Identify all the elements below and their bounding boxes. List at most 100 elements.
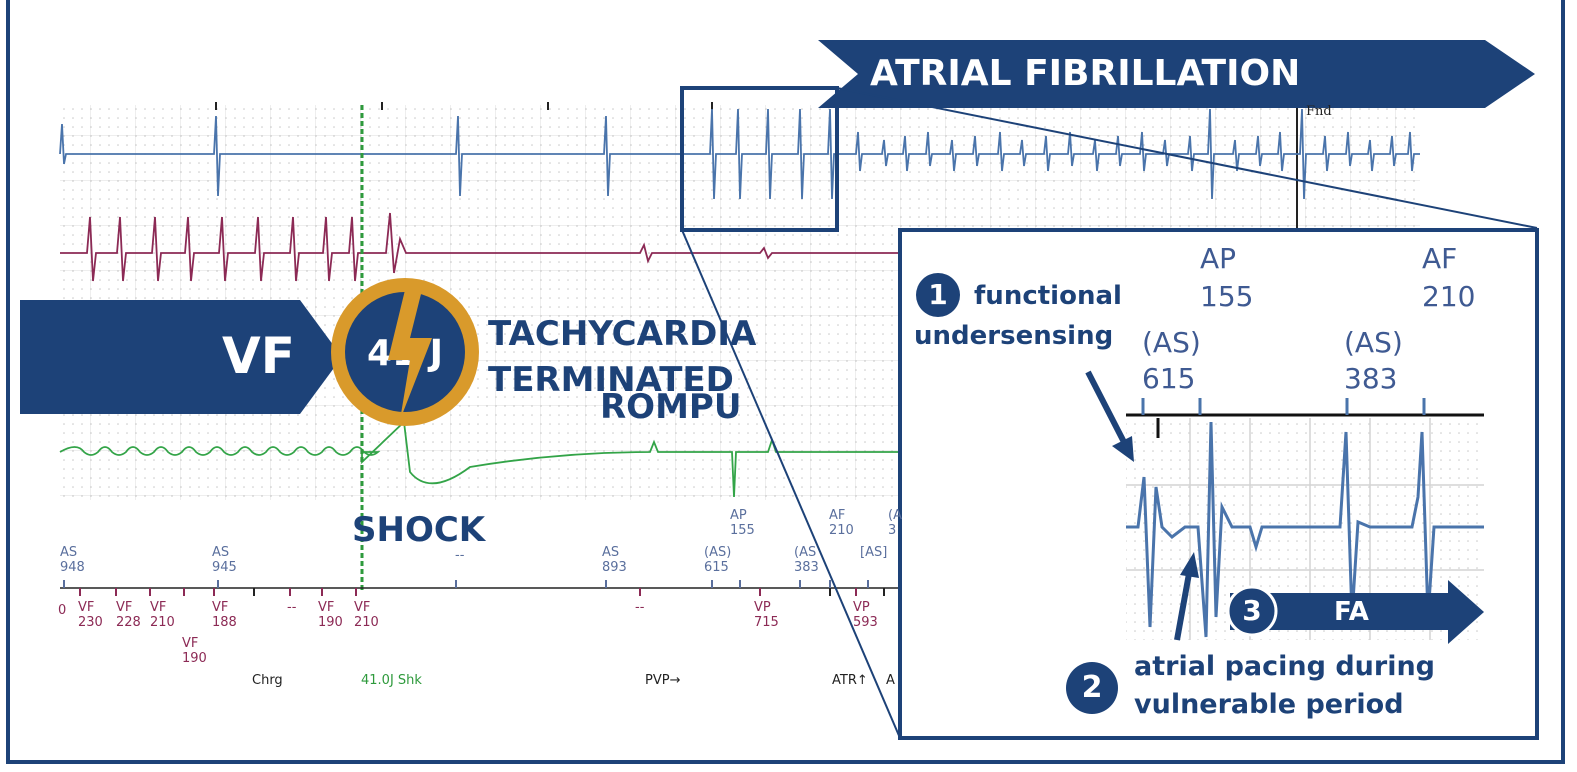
- ventricular-marker: --: [635, 600, 644, 615]
- vf-title: VF: [222, 327, 295, 385]
- atrial-marker-type: (AS: [794, 545, 817, 560]
- ventricular-marker-type: VP: [853, 600, 870, 615]
- atrial-marker-interval: 383: [794, 560, 819, 575]
- inset-atrial-trace: [1126, 421, 1484, 638]
- figure-frame: [6, 0, 1565, 764]
- atrial-marker-interval: 948: [60, 560, 85, 575]
- ventricular-marker-type: VF: [318, 600, 335, 615]
- atrial-fibrillation-banner: [818, 40, 1535, 108]
- ventricular-marker-interval: 0: [58, 603, 67, 618]
- step2-badge: [1066, 662, 1118, 714]
- atrial-marker-type: [AS]: [860, 545, 888, 560]
- zoom-connector-bottom: [681, 229, 901, 739]
- fa-arrow: [1230, 580, 1484, 644]
- rompu-label: ROMPU: [600, 387, 742, 427]
- atr-annotation: ATR↑: [832, 673, 868, 688]
- atrial-marker-type: (A: [888, 508, 902, 523]
- atrial-marker: (AS)615: [704, 545, 731, 575]
- ventricular-marker-interval: 188: [212, 615, 237, 630]
- atrial-marker-type: AF: [829, 508, 846, 523]
- ventricular-marker-type: VF: [212, 600, 229, 615]
- atrial-marker-interval: 155: [730, 523, 755, 538]
- ventricular-marker-type: VF: [150, 600, 167, 615]
- zoom-connector-top: [836, 87, 1538, 229]
- step2-number: 2: [1081, 670, 1103, 705]
- atrial-marker-interval: 945: [212, 560, 237, 575]
- inset-af-label: AF: [1422, 242, 1458, 275]
- tachycardia-label: TACHYCARDIA: [488, 314, 757, 354]
- ventricular-marker-interval: 190: [182, 651, 207, 666]
- atrial-marker-type: AP: [730, 508, 747, 523]
- atrial-marker-interval: 615: [704, 560, 729, 575]
- step1-number: 1: [928, 278, 948, 311]
- step3-badge: [1226, 585, 1278, 637]
- ventricular-marker-type: VF: [116, 600, 133, 615]
- ventricular-marker-type: VF: [354, 600, 371, 615]
- ventricular-marker-type: --: [635, 600, 645, 615]
- fnd-label: Fnd: [1306, 104, 1332, 119]
- atrial-marker-interval: 893: [602, 560, 627, 575]
- shock-energy-annotation: 41.0J Shk: [361, 673, 422, 688]
- inset-as1-label: (AS): [1142, 326, 1201, 359]
- atrial-marker-type: --: [455, 548, 465, 563]
- inset-marker-ticks: [1141, 398, 1426, 415]
- a-annotation: A: [886, 673, 895, 688]
- atrial-marker-interval: 3: [888, 523, 897, 538]
- inset-ap-label: AP: [1200, 242, 1237, 275]
- inset-as1-value: 615: [1142, 362, 1196, 395]
- step1-badge: [916, 273, 960, 317]
- terminated-label: TERMINATED: [488, 360, 734, 400]
- fa-label: FA: [1334, 597, 1369, 627]
- zoom-source-box: [680, 86, 839, 232]
- arrow-atrial-pacing: [1174, 552, 1199, 641]
- inset-as2-label: (AS): [1344, 326, 1403, 359]
- ventricular-marker-type: VF: [182, 636, 199, 651]
- atrial-marker: [AS]: [860, 545, 887, 560]
- top-tick-marks: [215, 102, 713, 110]
- step2-line2: vulnerable period: [1134, 689, 1404, 720]
- ventricular-marker-interval: 228: [116, 615, 141, 630]
- ventricular-marker-interval: 230: [78, 615, 103, 630]
- ventricular-marker-interval: 210: [150, 615, 175, 630]
- ventricular-marker-type: VP: [754, 600, 771, 615]
- ventricular-marker: --: [287, 600, 296, 615]
- inset-as2-value: 383: [1344, 362, 1398, 395]
- step2-line1: atrial pacing during: [1134, 651, 1435, 682]
- inset-ap-value: 155: [1200, 280, 1254, 313]
- atrial-marker-type: AS: [212, 545, 230, 560]
- ventricular-marker-interval: 210: [354, 615, 379, 630]
- step3-number: 3: [1242, 594, 1262, 627]
- shock-label: SHOCK: [352, 510, 486, 550]
- atrial-egm-trace: [59, 108, 1420, 200]
- step1-line2: undersensing: [914, 321, 1114, 351]
- pvp-annotation: PVP→: [645, 673, 681, 688]
- atrial-marker-type: AS: [60, 545, 78, 560]
- shock-lead-egm-trace: [59, 420, 900, 498]
- ventricular-marker: 0: [58, 603, 66, 618]
- chrg-annotation: Chrg: [252, 673, 283, 688]
- step1-line1: functional: [974, 281, 1122, 311]
- ventricular-marker-type: --: [287, 600, 297, 615]
- atrial-fibrillation-title: ATRIAL FIBRILLATION: [870, 53, 1301, 94]
- inset-af-value: 210: [1422, 280, 1476, 313]
- atrial-marker-type: AS: [602, 545, 620, 560]
- atrial-marker: --: [455, 548, 464, 563]
- ventricular-marker-type: VF: [78, 600, 95, 615]
